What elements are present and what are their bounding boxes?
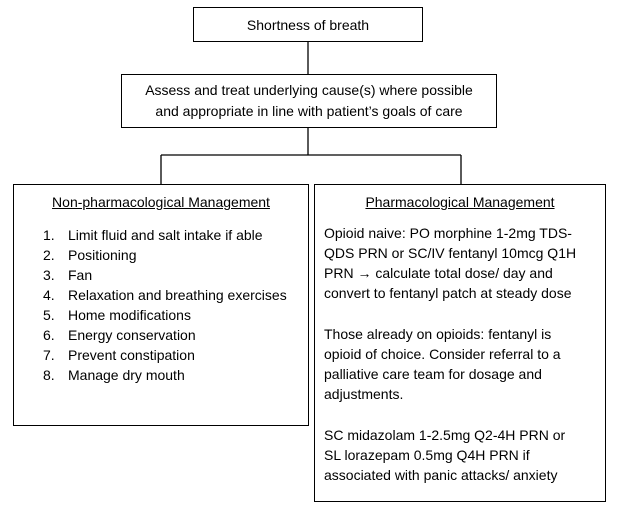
list-item: 4. Relaxation and breathing exercises	[14, 285, 288, 305]
list-item-text: Energy conservation	[68, 327, 196, 343]
node-title: Shortness of breath	[246, 16, 370, 33]
list-item-text: Fan	[68, 267, 93, 283]
list-item-number: 6.	[43, 327, 55, 343]
non-pharm-heading-text: Non-pharmacological Management	[52, 194, 270, 210]
list-item-text: Limit fluid and salt intake if able	[68, 227, 263, 243]
non-pharm-list: 1. Limit fluid and salt intake if able 2. P…	[14, 225, 288, 385]
node-non-pharmacological: Non-pharmacological Management 1. Limit f…	[13, 184, 309, 426]
pharm-line: QDS PRN or SC/IV fentanyl 10mcg Q1H	[324, 245, 577, 261]
pharm-line: SC midazolam 1-2.5mg Q2-4H PRN or	[324, 427, 566, 443]
pharm-line: PRN → calculate total dose/ day and	[324, 265, 553, 281]
list-item: 5. Home modifications	[14, 305, 288, 325]
node-shortness-of-breath: Shortness of breath	[193, 7, 423, 42]
pharm-line: adjustments.	[324, 386, 404, 402]
list-item-text: Home modifications	[68, 307, 191, 323]
list-item-text: Manage dry mouth	[68, 367, 185, 383]
pharm-line: Opioid naive: PO morphine 1-2mg TDS-	[324, 225, 572, 241]
list-item: 3. Fan	[14, 265, 288, 285]
list-item-number: 3.	[43, 267, 55, 283]
list-item: 7. Prevent constipation	[14, 345, 288, 365]
list-item-number: 5.	[43, 307, 55, 323]
pharm-line: Those already on opioids: fentanyl is	[324, 326, 552, 342]
pharm-line: palliative care team for dosage and	[324, 366, 542, 382]
list-item: 1. Limit fluid and salt intake if able	[14, 225, 288, 245]
list-item-text: Relaxation and breathing exercises	[68, 287, 287, 303]
list-item: 6. Energy conservation	[14, 325, 288, 345]
pharm-paragraph: Those already on opioids: fentanyl is opi…	[324, 324, 600, 404]
list-item: 2. Positioning	[14, 245, 288, 265]
pharm-heading-text: Pharmacological Management	[365, 194, 555, 210]
pharm-paragraph: SC midazolam 1-2.5mg Q2-4H PRN or SL lora…	[324, 425, 600, 485]
pharm-line: SL lorazepam 0.5mg Q4H PRN if	[324, 447, 530, 463]
list-item: 8. Manage dry mouth	[14, 365, 288, 385]
pharm-line: convert to fentanyl patch at steady dose	[324, 285, 572, 301]
pharm-paragraph: Opioid naive: PO morphine 1-2mg TDS- QDS …	[324, 223, 600, 303]
pharm-heading: Pharmacological Management	[315, 194, 605, 210]
list-item-text: Positioning	[68, 247, 137, 263]
list-item-number: 1.	[43, 227, 55, 243]
list-item-number: 2.	[43, 247, 55, 263]
pharm-line: associated with panic attacks/ anxiety	[324, 467, 558, 483]
node-assess-and-treat: Assess and treat underlying cause(s) whe…	[121, 74, 497, 128]
node-pharmacological: Pharmacological Management Opioid naive:…	[314, 184, 606, 502]
list-item-number: 4.	[43, 287, 55, 303]
list-item-text: Prevent constipation	[68, 347, 195, 363]
list-item-number: 8.	[43, 367, 55, 383]
pharm-line: opioid of choice. Consider referral to a	[324, 346, 561, 362]
assess-line-2: and appropriate in line with patient’s g…	[155, 103, 463, 119]
assess-line-1: Assess and treat underlying cause(s) whe…	[145, 82, 473, 98]
list-item-number: 7.	[43, 347, 55, 363]
non-pharm-heading: Non-pharmacological Management	[14, 194, 308, 210]
